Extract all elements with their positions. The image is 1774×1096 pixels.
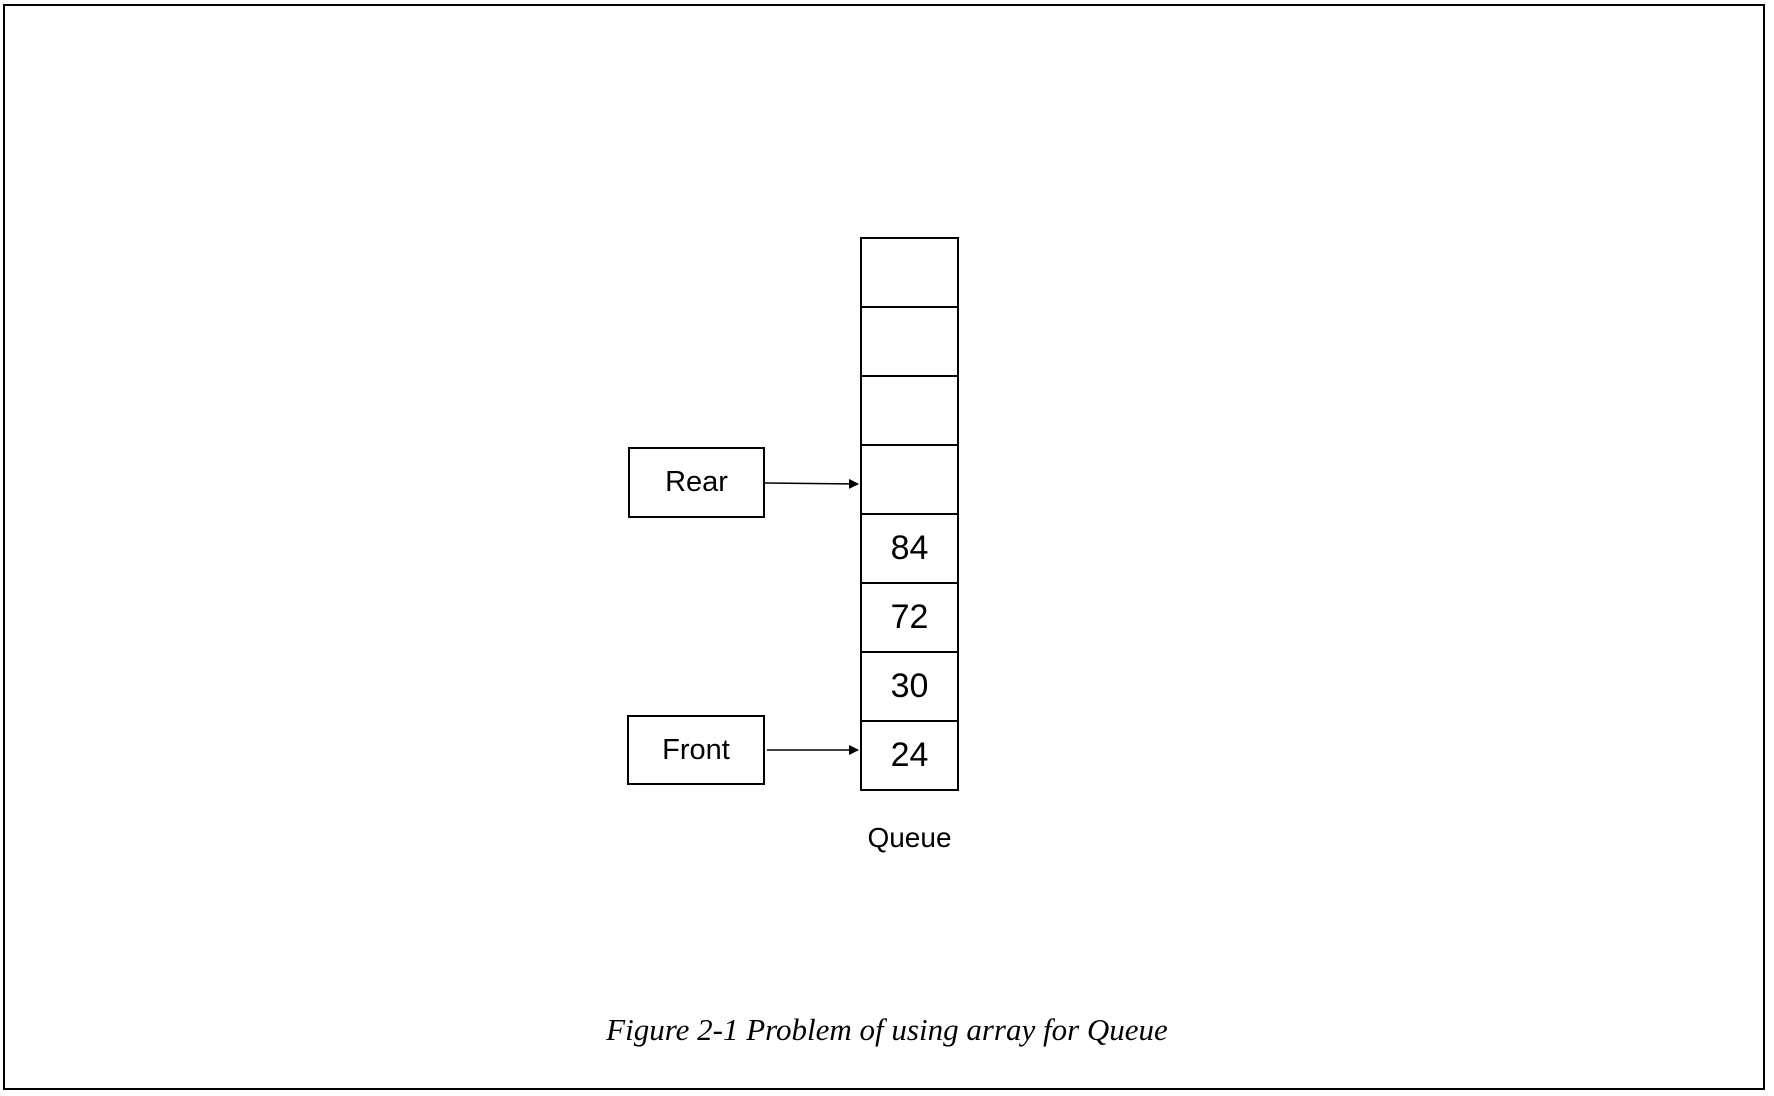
queue-cell: 30	[860, 651, 959, 720]
queue-cell: 72	[860, 582, 959, 651]
queue-label: Queue	[867, 822, 952, 853]
queue-cell	[860, 444, 959, 513]
queue-cell	[860, 375, 959, 444]
figure-frame	[3, 4, 1765, 1090]
front-pointer-box: Front	[627, 715, 765, 785]
queue-cell: 24	[860, 720, 959, 791]
queue-cell	[860, 237, 959, 306]
queue-array: 84 72 30 24	[860, 237, 959, 791]
rear-arrow	[764, 478, 859, 489]
figure-caption: Figure 2-1 Problem of using array for Qu…	[606, 1012, 1168, 1047]
queue-cell	[860, 306, 959, 375]
queue-cell: 84	[860, 513, 959, 582]
rear-pointer-box: Rear	[628, 447, 765, 518]
